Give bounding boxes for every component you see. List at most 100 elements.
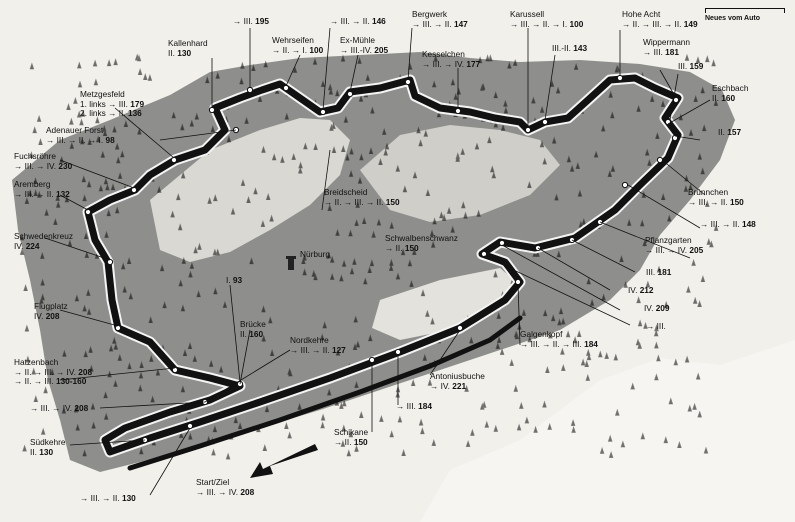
gear-speed-line: → IV. 221 [430, 380, 485, 392]
sector-name: Galgenkopf [520, 329, 563, 339]
gear-sequence: → III. → II. → III. [520, 338, 585, 349]
sector-label-galgenkopf: Galgenkopf→ III. → II. → III. 184 [520, 329, 598, 349]
gear-sequence: II. [240, 328, 250, 339]
gear-sequence: → II. → III. → II. [622, 18, 684, 29]
gear-sequence: → III. → II. [700, 219, 742, 229]
sector-label-130b: → III. → II. 130 [80, 493, 136, 504]
speed-value: 181 [657, 267, 672, 277]
sector-name: Fuchsröhre [14, 151, 56, 161]
gear-speed-line: III. 159 [678, 61, 704, 72]
gear-speed-line: II. 157 [718, 127, 742, 138]
sector-label-adenauer-forst: Adenauer Forst→ III. → II. → I. 98 [46, 125, 115, 145]
sector-label-143: III.-II. 143 [552, 43, 588, 54]
sector-name: Südkehre [30, 437, 66, 447]
gear-speed-line: IV. 208 [34, 310, 68, 322]
sector-name: Flugplatz [34, 301, 68, 311]
speed-value: 150 [404, 242, 419, 253]
gear-speed-line: → III. → II. 147 [412, 19, 468, 30]
gear-speed-line: → III. 184 [396, 401, 432, 412]
speed-value: 132 [55, 188, 70, 199]
sector-label-184: → III. 184 [396, 401, 432, 412]
gear-speed-line: I. 93 [226, 275, 243, 286]
gear-sequence: → IV. [430, 380, 453, 391]
speed-value: 208 [74, 403, 89, 413]
sector-label-schwalbenschwanz: Schwalbenschwanz→ II. 150 [385, 233, 458, 253]
speed-value: 157 [727, 127, 742, 137]
sector-name: Antoniusbuche [430, 371, 485, 381]
gear-sequence: III.-II. [552, 43, 574, 53]
sector-name: Pflanzgarten [645, 235, 692, 245]
speed-value: 98 [105, 134, 115, 145]
gear-speed-line: → III. → II. 146 [330, 16, 386, 27]
gear-speed-line: → III. → II. 127 [290, 345, 346, 356]
scale-bar-icon [705, 8, 785, 13]
speed-value: 230 [58, 160, 73, 171]
gear-speed-line: IV. 224 [14, 241, 73, 252]
gear-speed-line: → II. 150 [334, 436, 368, 448]
gear-sequence: → III. → II. [80, 493, 122, 503]
gear-sequence: 2. links → II. [80, 108, 128, 119]
speed-value: 159 [689, 61, 704, 71]
gear-speed-line: → III. → IV. 205 [645, 244, 704, 256]
sector-name: Metzgesfeld [80, 89, 125, 99]
speed-value: 205 [689, 244, 704, 255]
gear-sequence: → II. → I. [272, 44, 310, 55]
speed-value: 148 [741, 219, 756, 229]
gear-speed-line: → III. → IV. 208 [196, 487, 254, 498]
sector-label-nurburg: Nürburg [300, 249, 330, 260]
sector-name: Schwalbenschwanz [385, 233, 458, 243]
sector-name: Kesselchen [422, 49, 465, 59]
speed-value: 177 [466, 58, 481, 69]
sector-label-aremberg: Aremberg→ III. → II. 132 [14, 179, 70, 199]
speed-value: 130 [121, 493, 136, 503]
sector-label-wehrseifen: Wehrseifen→ II. → I. 100 [272, 35, 323, 55]
sector-label-195: → III. 195 [233, 16, 269, 27]
gear-sequence: → III. [233, 16, 256, 26]
sector-label-iii: → III. [646, 321, 666, 332]
terrain-light-valley [150, 118, 350, 262]
sector-name: Bergwerk [412, 9, 448, 19]
gear-sequence: → III. → II. → I. [46, 134, 106, 145]
speed-value: 212 [639, 285, 654, 295]
sector-label-kesselchen: Kesselchen→ III. → IV. 177 [422, 49, 481, 70]
speed-value: 205 [374, 44, 389, 55]
speed-value: 143 [573, 43, 588, 53]
gear-sequence: IV. [34, 310, 46, 321]
gear-speed-line: IV. 212 [628, 285, 654, 296]
speed-value: 160 [249, 328, 264, 339]
gear-speed-line: → III. → IV. 208 [30, 403, 89, 414]
gear-speed-line: → II. → III. → IV. 208 [14, 367, 92, 378]
sector-label-wippermann: Wippermann→ III. 181 [643, 37, 691, 58]
gear-speed-line: → III.-IV. 205 [340, 44, 389, 56]
sector-name: Wehrseifen [272, 35, 314, 45]
sector-label-breidscheid: Breidscheid→ II. → III. → II. 150 [324, 187, 400, 208]
gear-speed-line: II. 160 [712, 93, 748, 104]
gear-speed-line: II. 160 [240, 328, 266, 340]
gear-sequence: → III. [643, 46, 666, 57]
gear-speed-line: 2. links → II. 136 [80, 108, 144, 119]
forest-hatching [19, 53, 719, 460]
speed-value: 93 [232, 275, 243, 285]
gear-speed-line: → III. 181 [643, 46, 690, 58]
speed-value: 150 [353, 436, 368, 447]
speed-value: 136 [127, 108, 142, 119]
gear-sequence: II. [30, 446, 40, 457]
gear-sequence: → III. → IV. [30, 403, 75, 413]
sector-name: Hohe Acht [622, 9, 661, 19]
gear-speed-line: → III. → IV. 177 [422, 58, 481, 70]
sector-label-nordkehre: Nordkehre→ III. → II. 127 [290, 335, 346, 356]
sector-name: Eschbach [712, 83, 749, 93]
sector-name: Brücke [240, 319, 266, 329]
sector-label-bruennchen: Brünnchen→ III. → II. 150 [688, 187, 744, 207]
gear-sequence: → II. → III. → II. [324, 196, 386, 207]
sector-name: Karussell [510, 9, 545, 19]
sector-name: Wippermann [643, 37, 691, 47]
gear-speed-line: → II. → III. → II. 150 [324, 196, 400, 208]
sector-label-ex-muehle: Ex-Mühle→ III.-IV. 205 [340, 35, 389, 56]
sector-label-start-ziel: Start/Ziel→ III. → IV. 208 [196, 477, 254, 498]
terrain-light-field [372, 268, 520, 340]
speed-value: 150 [729, 196, 744, 207]
